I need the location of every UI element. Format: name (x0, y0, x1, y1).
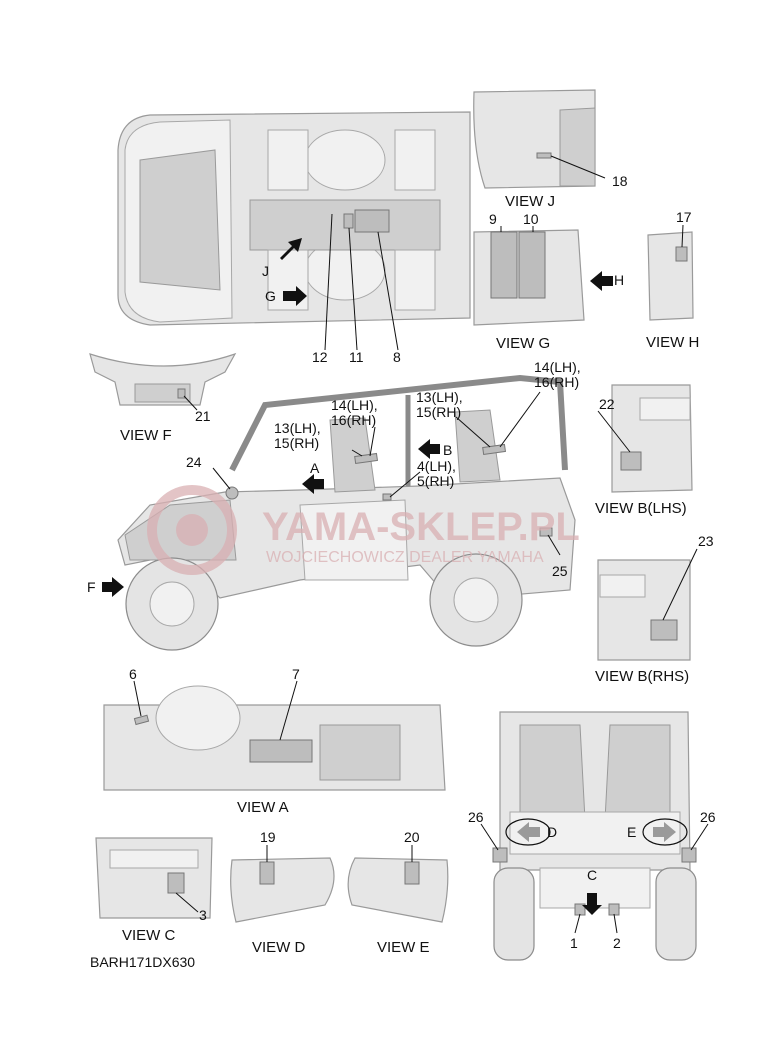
arrow-e-label: E (627, 824, 636, 840)
view-e-title: VIEW E (377, 939, 430, 956)
callout-22: 22 (599, 396, 615, 412)
view-b-lhs: 22 VIEW B(LHS) (595, 384, 693, 517)
arrow-j-label: J (262, 263, 269, 279)
callout-9: 9 (489, 211, 497, 227)
view-c: 3 VIEW C (95, 837, 213, 944)
arrow-c-label: C (587, 867, 597, 883)
arrow-d-label: D (547, 824, 557, 840)
view-g-title: VIEW G (496, 335, 550, 352)
top-view: J G 12 11 8 (117, 111, 471, 365)
callout-1: 1 (570, 935, 578, 951)
watermark-subline: WOJCIECHOWICZ DEALER YAMAHA (266, 549, 544, 566)
callout-14-16-b-line1: 14(LH), (534, 359, 581, 375)
diagram-code: BARH171DX630 (90, 954, 195, 970)
callout-20: 20 (404, 829, 420, 845)
callout-18: 18 (612, 173, 628, 189)
side-view: A B F 24 13(LH), 15(RH) 14(LH), 16(RH) 1… (87, 359, 581, 651)
callout-17: 17 (676, 209, 692, 225)
callout-13-15-b-line1: 13(LH), (416, 389, 463, 405)
callout-2: 2 (613, 935, 621, 951)
view-b-rhs-title: VIEW B(RHS) (595, 668, 689, 685)
view-d: 19 VIEW D (230, 829, 335, 956)
arrow-g-label: G (265, 288, 276, 304)
callout-10: 10 (523, 211, 539, 227)
watermark: YAMA-SKLEP.PL WOJCIECHOWICZ DEALER YAMAH… (147, 485, 580, 575)
view-a-title: VIEW A (237, 799, 289, 816)
callout-23: 23 (698, 533, 714, 549)
callout-25: 25 (552, 563, 568, 579)
view-b-rhs: 23 VIEW B(RHS) (595, 533, 714, 685)
arrow-b-label: B (443, 442, 452, 458)
view-b-lhs-title: VIEW B(LHS) (595, 500, 687, 517)
watermark-brand: YAMA-SKLEP.PL (262, 505, 580, 549)
callout-14-16-b-line2: 16(RH) (534, 374, 579, 390)
callout-14-16-a-line1: 14(LH), (331, 397, 378, 413)
view-e: 20 VIEW E (347, 829, 449, 956)
callout-26-right: 26 (700, 809, 716, 825)
callout-13-15-b-line2: 15(RH) (416, 404, 461, 420)
arrow-a-label: A (310, 460, 320, 476)
callout-4-5-line1: 4(LH), (417, 458, 456, 474)
view-c-title: VIEW C (122, 927, 176, 944)
callout-12: 12 (312, 349, 328, 365)
callout-21: 21 (195, 408, 211, 424)
callout-13-15-a-line2: 15(RH) (274, 435, 319, 451)
callout-24: 24 (186, 454, 202, 470)
callout-26-left: 26 (468, 809, 484, 825)
callout-14-16-a-line2: 16(RH) (331, 412, 376, 428)
view-j-title: VIEW J (505, 193, 555, 210)
callout-3: 3 (199, 907, 207, 923)
callout-8: 8 (393, 349, 401, 365)
view-h: 17 VIEW H (646, 209, 699, 351)
arrow-f-label: F (87, 579, 96, 595)
view-f-title: VIEW F (120, 427, 172, 444)
view-f: 21 VIEW F (89, 352, 237, 444)
arrow-h-label: H (614, 272, 624, 288)
callout-4-5-line2: 5(RH) (417, 473, 454, 489)
view-h-title: VIEW H (646, 334, 699, 351)
callout-11: 11 (349, 349, 364, 365)
view-j: 18 VIEW J (473, 89, 628, 210)
view-a: 6 7 VIEW A (103, 666, 446, 816)
view-g: H 9 10 VIEW G (473, 211, 624, 352)
callout-6: 6 (129, 666, 137, 682)
callout-7: 7 (292, 666, 300, 682)
callout-13-15-a-line1: 13(LH), (274, 420, 321, 436)
callout-19: 19 (260, 829, 276, 845)
view-d-title: VIEW D (252, 939, 306, 956)
rear-view: D E C 26 26 1 2 (468, 711, 716, 961)
